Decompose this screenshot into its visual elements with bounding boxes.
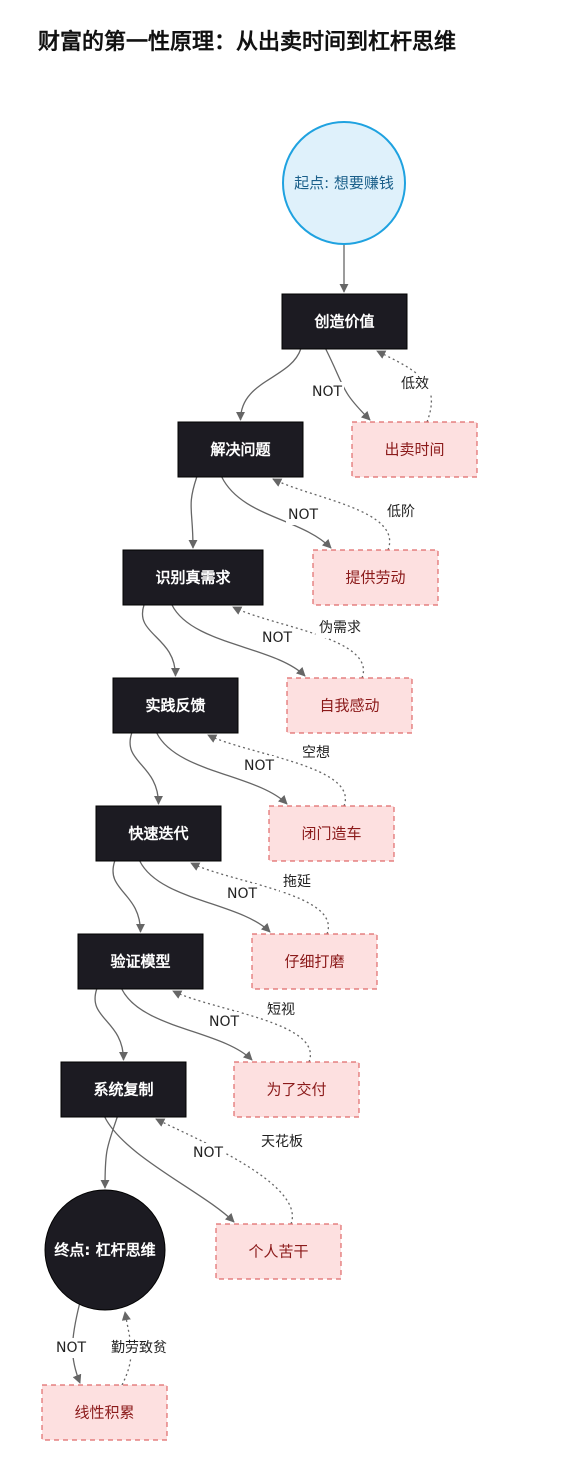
step-node (177, 421, 304, 478)
edge-not (221, 476, 332, 549)
end-node-label: 终点: 杠杆思维 (54, 1241, 155, 1259)
not-label: NOT (244, 758, 274, 774)
not-label-bg (242, 756, 276, 776)
not-label: NOT (209, 1014, 239, 1030)
step-node-label: 识别真需求 (155, 569, 231, 587)
start-node (282, 121, 406, 245)
feedback-label-bg (257, 1132, 307, 1152)
start-node-label: 起点: 想要赚钱 (294, 174, 394, 192)
alt-node-label: 自我感动 (319, 697, 379, 715)
not-label: NOT (288, 507, 318, 523)
feedback-label: 空想 (302, 745, 330, 761)
alt-node-label: 个人苦干 (248, 1243, 308, 1261)
edge-main-flow (94, 988, 129, 1061)
edge-main-flow (188, 476, 198, 549)
step-node-label: 实践反馈 (145, 697, 205, 715)
alt-node (251, 933, 378, 990)
edge-not (104, 1116, 235, 1223)
step-node-label: 创造价值 (313, 313, 374, 331)
edge-main-flow (141, 604, 181, 677)
feedback-label-bg (315, 618, 365, 638)
step-node (95, 805, 222, 862)
edge-feedback (172, 990, 312, 1063)
edges-layer (71, 244, 433, 1386)
feedback-label: 短视 (267, 1002, 295, 1018)
edge-main-flow (112, 860, 146, 933)
alt-node (268, 805, 395, 862)
step-node-label: 系统复制 (93, 1081, 153, 1099)
feedback-label: 拖延 (283, 874, 311, 890)
step-node (60, 1061, 187, 1118)
edge-not (121, 988, 253, 1061)
edge-feedback (190, 862, 330, 935)
alt-node-label: 出卖时间 (384, 441, 444, 459)
not-label-bg (310, 382, 344, 402)
not-label-bg (260, 628, 294, 648)
alt-node (41, 1384, 168, 1441)
edge-feedback (155, 1118, 294, 1225)
not-label: NOT (312, 384, 342, 400)
feedback-label-bg (299, 743, 333, 763)
alt-node (215, 1223, 342, 1280)
edge-not (156, 732, 288, 805)
step-node-label: 验证模型 (110, 953, 170, 971)
feedback-label: 伪需求 (319, 620, 361, 636)
not-label-bg (286, 505, 320, 525)
alt-node-label: 线性积累 (74, 1404, 134, 1422)
step-node-label: 解决问题 (210, 441, 271, 459)
edge-main-flow (100, 1116, 118, 1189)
edge-not (171, 604, 306, 677)
feedback-label-bg (264, 1000, 298, 1020)
step-node-label: 快速迭代 (128, 825, 188, 843)
step-node (112, 677, 239, 734)
end-node (44, 1189, 166, 1311)
feedback-label-bg (384, 502, 418, 522)
page-title: 财富的第一性原理：从出卖时间到杠杆思维 (38, 30, 457, 55)
alt-node-label: 闭门造车 (301, 825, 361, 843)
not-label: NOT (227, 886, 257, 902)
not-label-bg (225, 884, 259, 904)
edge-not (325, 348, 371, 421)
edge-feedback (207, 734, 347, 807)
edge-feedback (232, 606, 365, 679)
edge-not (139, 860, 271, 933)
alt-node (351, 421, 478, 478)
feedback-label: 天花板 (261, 1134, 303, 1150)
step-node (281, 293, 408, 350)
not-label-bg (191, 1143, 225, 1163)
alt-node-label: 提供劳动 (345, 569, 405, 587)
feedback-label: 低阶 (387, 504, 415, 520)
edge-main-flow (235, 348, 302, 421)
feedback-label: 勤劳致贫 (111, 1340, 167, 1356)
alt-node (286, 677, 413, 734)
not-label: NOT (193, 1145, 223, 1161)
step-node (122, 549, 264, 606)
alt-node-label: 为了交付 (266, 1081, 326, 1099)
edge-main-flow (129, 732, 164, 805)
alt-node (233, 1061, 360, 1118)
feedback-label: 低效 (401, 376, 429, 392)
not-label-bg (54, 1338, 88, 1358)
feedback-label-bg (107, 1338, 171, 1358)
not-label: NOT (262, 630, 292, 646)
feedback-label-bg (280, 872, 314, 892)
not-label-bg (207, 1012, 241, 1032)
feedback-label-bg (398, 374, 432, 394)
alt-node-label: 仔细打磨 (284, 953, 344, 971)
not-label: NOT (56, 1340, 86, 1356)
alt-node (312, 549, 439, 606)
step-node (77, 933, 204, 990)
